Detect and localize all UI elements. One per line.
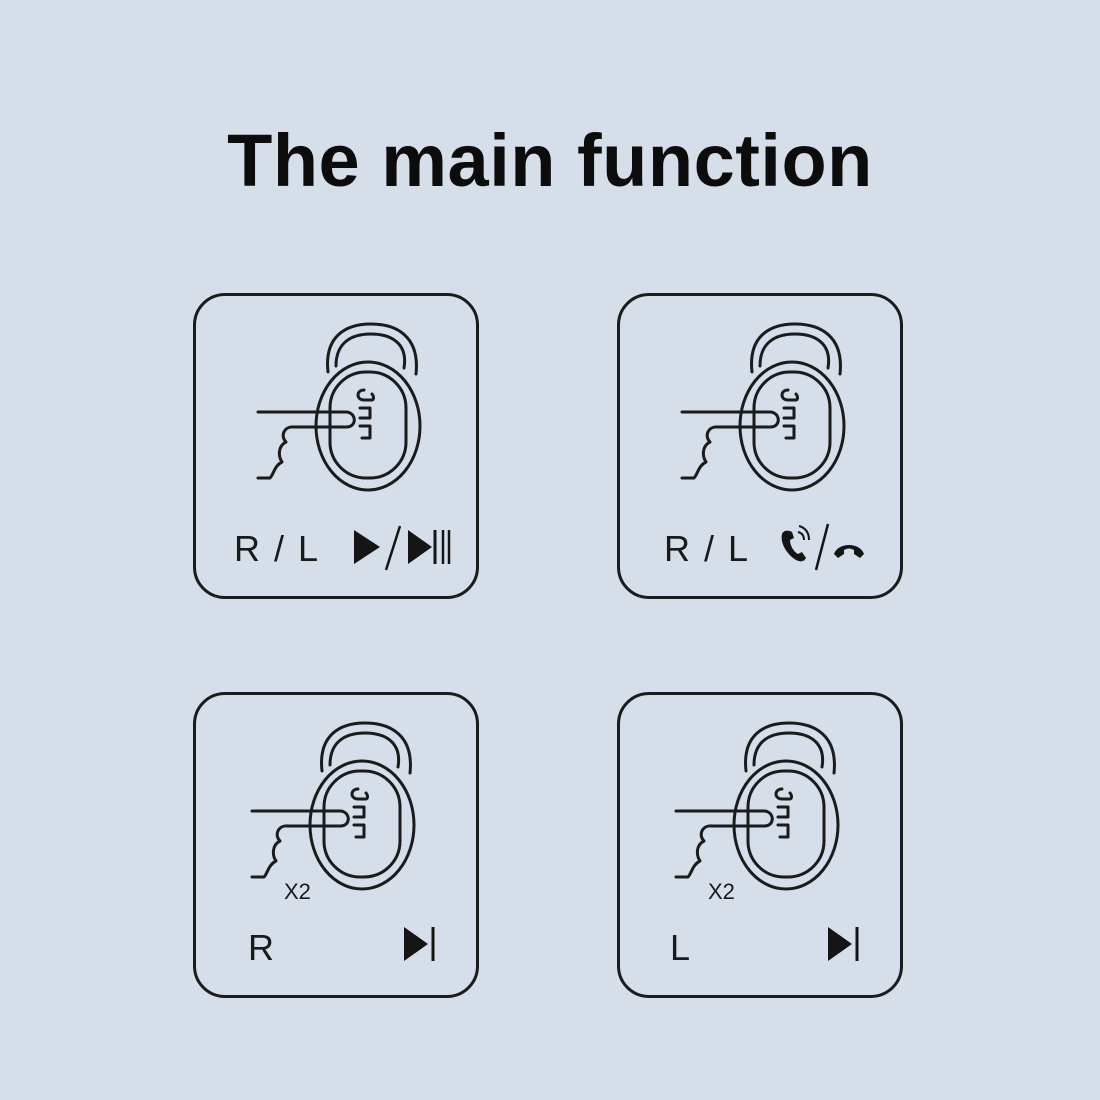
side-label: R / L (664, 528, 751, 569)
function-card-play-pause: R / L (193, 293, 479, 599)
double-tap-label: X2 (708, 879, 735, 904)
play-pause-icon (354, 525, 451, 571)
function-card-next-left: X2 L (617, 692, 903, 998)
earbud-tap-illustration (256, 322, 422, 492)
side-label: R / L (234, 528, 321, 569)
earbud-tap-illustration (674, 721, 840, 891)
double-tap-label: X2 (284, 879, 311, 904)
answer-hangup-call-icon (781, 523, 864, 571)
earbud-tap-illustration (250, 721, 416, 891)
earbud-tap-illustration (680, 322, 846, 492)
next-track-icon (828, 927, 859, 961)
page-title: The main function (227, 119, 873, 202)
next-track-icon (404, 927, 435, 961)
side-label: R (248, 927, 276, 968)
function-card-call: R / L (617, 293, 903, 599)
function-card-next-right: X2 R (193, 692, 479, 998)
side-label: L (670, 927, 693, 968)
